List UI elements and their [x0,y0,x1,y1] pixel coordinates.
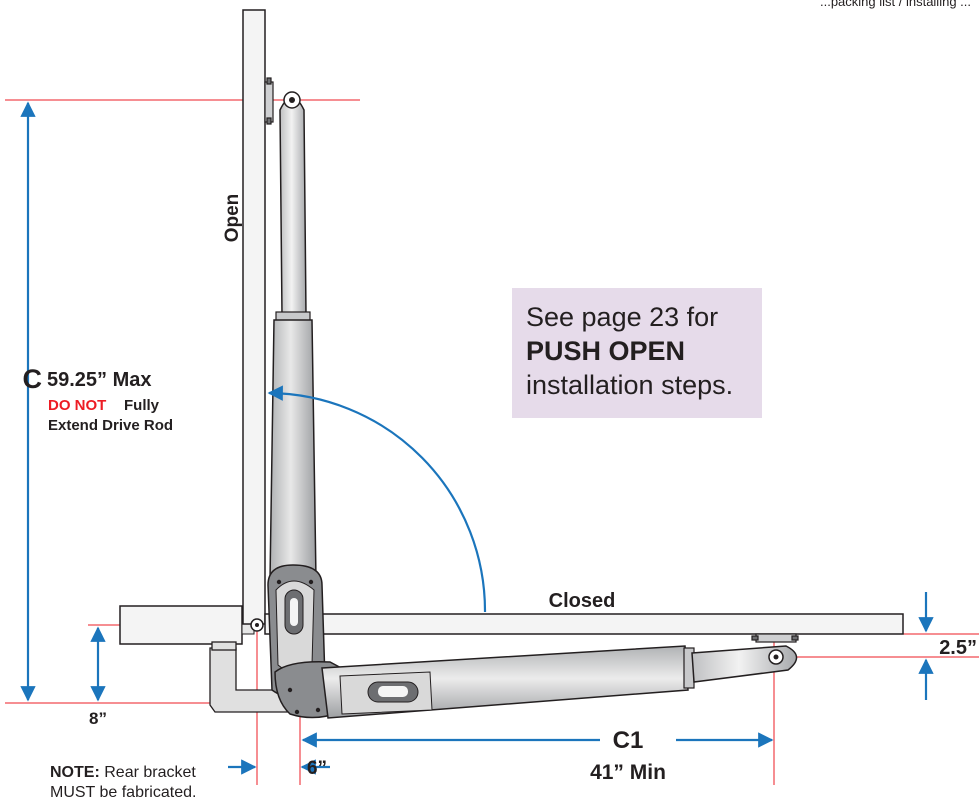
push-open-callout: See page 23 for PUSH OPEN installation s… [512,288,762,418]
callout-line-2: PUSH OPEN [526,336,686,366]
label-dim-6: 6” [307,758,327,779]
actuator-body-open [269,319,317,581]
label-dim-8: 8” [89,709,107,728]
label-do-not: DO NOT [48,397,106,414]
callout-line-1: See page 23 for [526,302,719,332]
label-closed: Closed [549,590,616,612]
drive-rod-open [279,96,307,316]
swing-arc-arrow [267,385,487,613]
label-extend-drive-rod: Extend Drive Rod [48,417,173,434]
label-dim-2-5: 2.5” [939,637,977,659]
post [119,605,255,645]
actuator-closed-position [274,645,798,719]
label-fully: Fully [124,397,160,414]
page-header-text: ...packing list / installing ... [819,0,971,9]
label-open: Open [222,194,243,243]
label-c-value: 59.25” Max [47,369,152,391]
gate-open-position [242,9,266,625]
note-line-1: Rear bracket [104,764,196,781]
note-lead: NOTE: [50,764,100,781]
label-c1-letter: C1 [613,727,644,754]
front-bracket-open [264,77,274,125]
actuator-open-position [267,91,326,699]
label-c-letter: C [23,364,43,394]
front-bracket-closed [751,633,799,643]
rear-bracket-note: NOTE: Rear bracket MUST be fabricated. [50,763,196,803]
gate-hinge [250,618,264,632]
gate-closed-position [264,613,904,635]
note-line-2: MUST be fabricated. [50,784,197,801]
callout-line-3: installation steps. [526,370,734,400]
label-c1-value: 41” Min [590,761,666,784]
